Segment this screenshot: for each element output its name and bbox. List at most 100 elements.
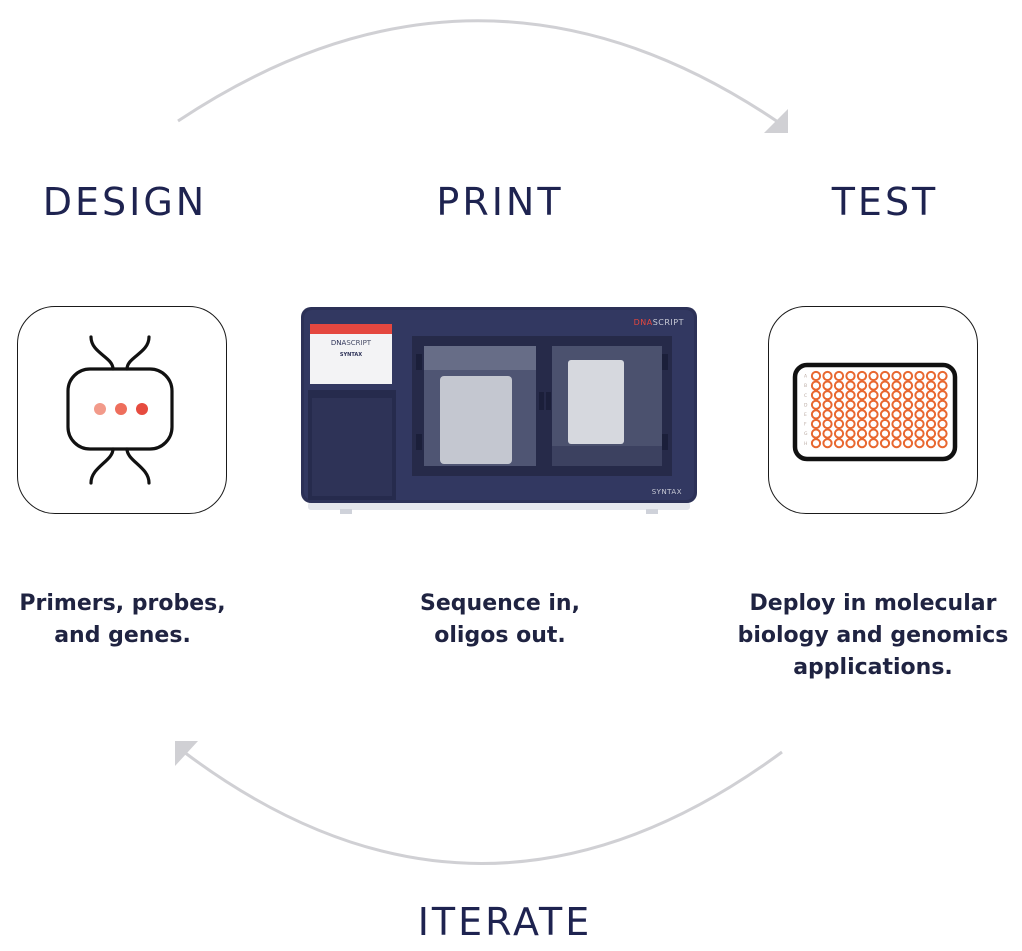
plate-wells — [810, 370, 948, 449]
dna-capsule-icon — [66, 335, 174, 485]
plate-well — [891, 428, 902, 439]
plate-well — [914, 380, 925, 391]
plate-well — [822, 399, 833, 410]
design-caption-line2: and genes. — [54, 623, 191, 648]
plate-well — [856, 370, 868, 382]
plate-well — [937, 438, 948, 449]
plate-well — [845, 438, 856, 449]
plate-well — [822, 418, 833, 430]
plate-well — [902, 380, 914, 391]
plate-row-label: A — [804, 374, 808, 380]
plate-well — [914, 390, 925, 401]
plate-well — [925, 428, 937, 439]
plate-well — [868, 390, 879, 401]
plate-well — [833, 418, 845, 430]
plate-well — [879, 418, 891, 430]
plate-well — [868, 409, 879, 420]
plate-well — [879, 380, 891, 391]
plate-well — [902, 370, 914, 382]
plate-well — [925, 409, 937, 420]
syntax-instrument: DNASCRIPT DNASCRIPT SYNTAX SYNTAX — [300, 306, 698, 516]
instrument-model: SYNTAX — [651, 488, 682, 496]
plate-well — [937, 418, 948, 430]
plate-well — [810, 409, 822, 420]
print-caption: Sequence in, oligos out. — [380, 588, 620, 652]
print-caption-line1: Sequence in, — [420, 591, 580, 616]
plate-well — [845, 409, 856, 420]
test-title: TEST — [831, 180, 939, 224]
plate-well — [902, 438, 914, 449]
test-caption-line3: applications. — [793, 655, 953, 680]
plate-well — [822, 428, 833, 439]
plate-well — [810, 418, 822, 430]
plate-well — [845, 370, 856, 382]
design-caption-line1: Primers, probes, — [19, 591, 226, 616]
plate-row-label: B — [804, 383, 807, 389]
progress-dot-2 — [115, 403, 127, 415]
plate-well — [925, 390, 937, 401]
plate-well — [868, 438, 879, 449]
plate-well — [810, 399, 822, 410]
plate-well — [914, 438, 925, 449]
plate-well — [914, 418, 925, 430]
plate-well — [891, 380, 902, 391]
plate-well — [879, 390, 891, 401]
plate-well — [810, 428, 822, 439]
test-caption-line1: Deploy in molecular — [749, 591, 997, 616]
plate-well — [833, 390, 845, 401]
plate-well — [856, 399, 868, 410]
plate-well — [845, 380, 856, 391]
plate-well — [822, 380, 833, 391]
plate-well — [833, 370, 845, 382]
plate-well — [891, 438, 902, 449]
plate-well — [891, 399, 902, 410]
plate-well — [868, 370, 879, 382]
plate-well — [879, 428, 891, 439]
plate-well — [845, 428, 856, 439]
plate-row-label: D — [804, 402, 808, 408]
brand-dna: DNA — [633, 318, 653, 327]
plate-well — [856, 380, 868, 391]
plate-well — [868, 399, 879, 410]
plate-well — [902, 428, 914, 439]
test-caption: Deploy in molecular biology and genomics… — [724, 588, 1022, 684]
plate-well — [914, 399, 925, 410]
plate-well — [810, 370, 822, 382]
plate-row-label: C — [804, 393, 807, 399]
plate-well — [902, 418, 914, 430]
plate-well — [822, 390, 833, 401]
plate-well — [914, 428, 925, 439]
plate-well — [879, 370, 891, 382]
top-arrowhead — [764, 109, 788, 133]
plate-well — [925, 370, 937, 382]
plate-well — [868, 380, 879, 391]
plate-well — [891, 409, 902, 420]
plate-well — [833, 438, 845, 449]
plate-well — [937, 409, 948, 420]
top-cycle-arrow — [177, 19, 779, 124]
plate-well — [856, 418, 868, 430]
plate-well — [925, 399, 937, 410]
plate-well — [879, 438, 891, 449]
plate-row-label: E — [804, 412, 807, 418]
plate-well — [856, 390, 868, 401]
plate-row-label: H — [804, 441, 807, 447]
plate-well — [810, 438, 822, 449]
plate-well — [925, 418, 937, 430]
screen-brand: DNASCRIPT — [310, 339, 392, 347]
plate-well — [879, 409, 891, 420]
plate-well — [822, 438, 833, 449]
progress-dot-1 — [94, 403, 106, 415]
print-title: PRINT — [436, 180, 564, 224]
plate-well — [914, 370, 925, 382]
plate-well — [833, 409, 845, 420]
plate-well — [822, 409, 833, 420]
plate-well — [937, 390, 948, 401]
print-caption-line2: oligos out. — [434, 623, 566, 648]
plate-well — [937, 428, 948, 439]
plate-well — [845, 399, 856, 410]
plate-well — [925, 438, 937, 449]
plate-well — [925, 380, 937, 391]
